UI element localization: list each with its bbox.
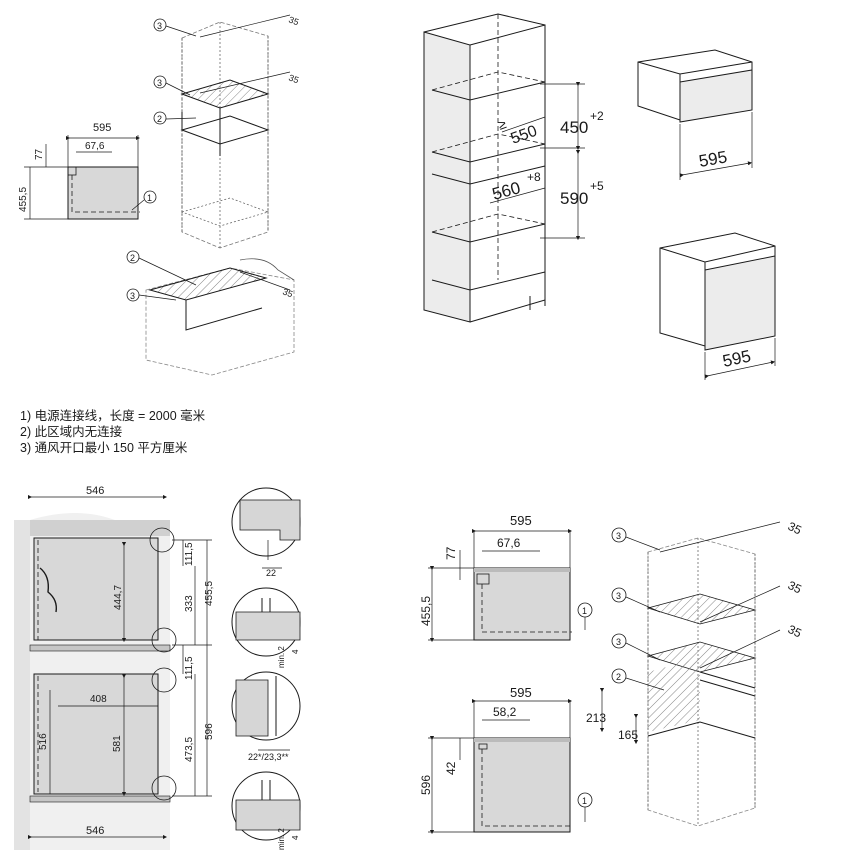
dim-111-5-b: 111,5 (184, 656, 195, 680)
vent-35-a2: 35 (287, 72, 300, 85)
vent-35-d2: 35 (786, 578, 804, 596)
base-cabinet-a: 35 2 3 (126, 250, 295, 376)
dim-min2-a: min. 2 (277, 646, 286, 668)
legend-item-1: 1) 电源连接线，长度 = 2000 毫米 (20, 409, 206, 423)
oven-appliance-b: 595 (659, 232, 776, 380)
dim-77-d: 77 (444, 546, 458, 560)
dim-546-top: 546 (86, 485, 104, 497)
dim-560-tol: +8 (527, 170, 541, 184)
dim-473-5: 473,5 (184, 737, 195, 762)
callout-1-a: 1 (147, 193, 152, 203)
dim-67-6: 67,6 (85, 141, 105, 152)
dim-590: 590 (560, 189, 588, 208)
detail-circle-4: min. 2 4 (231, 771, 301, 850)
dim-455-5-d: 455,5 (419, 596, 433, 626)
dim-22-23-3: 22*/23,3** (248, 752, 289, 762)
callout-1-d2: 1 (582, 796, 587, 806)
vent-35-a1: 35 (287, 14, 300, 27)
dim-550: 550 (509, 123, 540, 148)
tall-housing-b: 450 +2 590 +5 ≥ 550 560 +8 (423, 13, 604, 323)
dim-min2-b: min. 2 (277, 828, 286, 850)
dim-4-b: 4 (291, 835, 300, 840)
dim-595-d1: 595 (510, 513, 532, 528)
dim-595-d2: 595 (510, 685, 532, 700)
diagram-d: 595 67,6 77 455,5 1 595 58,2 42 (419, 513, 804, 835)
dim-455-5: 455,5 (18, 187, 29, 212)
oven-section (33, 673, 159, 795)
dim-58-2: 58,2 (493, 705, 517, 719)
dim-42: 42 (444, 761, 458, 775)
callout-3-a2: 3 (157, 78, 162, 88)
dim-333: 333 (184, 595, 195, 612)
vent-35-d3: 35 (786, 622, 804, 640)
dim-165: 165 (618, 728, 638, 742)
dim-111-5-a: 111,5 (184, 542, 195, 566)
tall-cabinet-d: 35 35 35 213 165 3 3 3 2 (586, 519, 804, 827)
legend-item-3: 3) 通风开口最小 150 平方厘米 (20, 441, 188, 455)
callout-2-a2: 2 (130, 253, 135, 263)
dim-408: 408 (90, 694, 107, 705)
legend: 1) 电源连接线，长度 = 2000 毫米 2) 此区域内无连接 3) 通风开口… (20, 408, 205, 456)
legend-item-2: 2) 此区域内无连接 (20, 425, 123, 439)
dim-596-d: 596 (419, 775, 433, 795)
dim-67-6-d: 67,6 (497, 536, 521, 550)
callout-3-d2: 3 (616, 591, 621, 601)
callout-1-d1: 1 (582, 606, 587, 616)
vent-35-d1: 35 (786, 519, 804, 537)
diagram-a: 595 67,6 77 455,5 1 35 35 3 (18, 14, 300, 376)
dim-595-b1: 595 (697, 147, 728, 171)
callout-2-a1: 2 (157, 114, 162, 124)
dim-22: 22 (266, 568, 276, 578)
detail-circle-1: 22 (231, 487, 301, 578)
dim-455-5-c: 455,5 (204, 581, 215, 606)
vent-35-a3: 35 (281, 286, 294, 299)
dim-444-7: 444,7 (113, 585, 124, 610)
diagram-b: 450 +2 590 +5 ≥ 550 560 +8 595 (423, 13, 776, 380)
appliance-front (67, 166, 139, 220)
dim-516: 516 (38, 733, 49, 750)
dim-546-bottom: 546 (86, 825, 104, 837)
diagram-c: 546 546 444,7 408 516 516 581 111,5 333 … (14, 485, 301, 850)
dim-581-label: 581 (112, 735, 123, 752)
dim-595: 595 (93, 122, 111, 134)
detail-circle-2: min. 2 4 (231, 587, 301, 668)
front-view-compact: 595 67,6 77 455,5 1 (419, 513, 593, 643)
compact-appliance-b: 595 (637, 49, 753, 180)
dim-77: 77 (34, 148, 45, 160)
detail-circle-3: 22*/23,3** (231, 671, 301, 762)
dim-213: 213 (586, 711, 606, 725)
dim-590-tol: +5 (590, 179, 604, 193)
callout-3-a3: 3 (130, 291, 135, 301)
dim-450: 450 (560, 118, 588, 137)
callout-3-d3: 3 (616, 637, 621, 647)
callout-3-a1: 3 (157, 21, 162, 31)
tall-cabinet-a: 35 35 3 3 2 (153, 14, 300, 249)
front-view-oven: 595 58,2 42 596 1 (419, 685, 593, 835)
callout-3-d1: 3 (616, 531, 621, 541)
compact-oven-section (33, 537, 159, 641)
dim-4-a: 4 (291, 649, 300, 654)
dim-596-c: 596 (204, 723, 215, 740)
dim-560: 560 (490, 178, 522, 204)
dim-450-tol: +2 (590, 109, 604, 123)
callout-2-d1: 2 (616, 672, 621, 682)
